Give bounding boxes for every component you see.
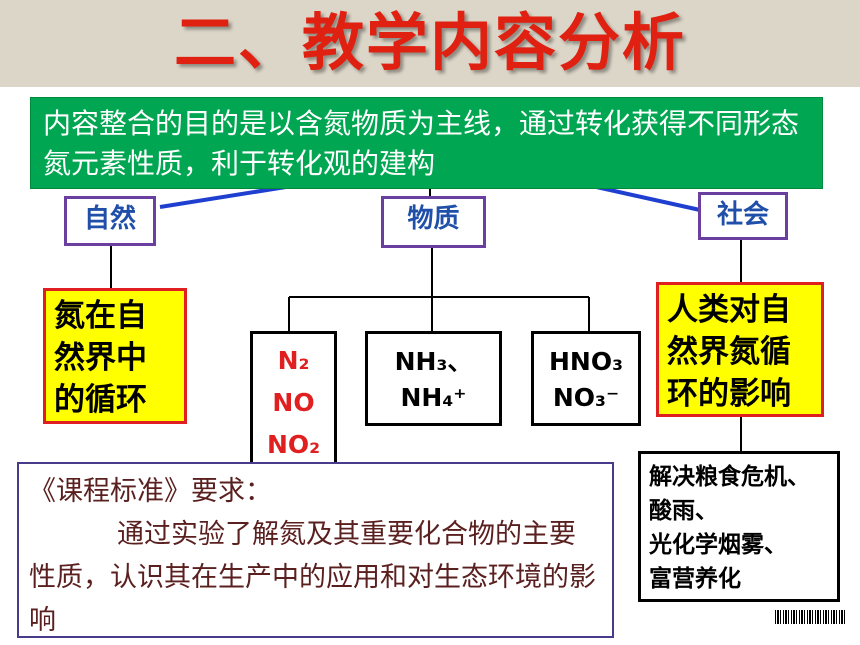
impact-item: 富营养化 <box>649 566 741 592</box>
nitric-box: HNO₃ NO₃⁻ <box>531 331 641 426</box>
nature-cycle-box: 氮在自然界中的循环 <box>43 288 187 424</box>
title-bar <box>0 0 860 87</box>
species-nh4: NH₄⁺ <box>400 383 467 412</box>
category-society: 社会 <box>698 192 788 240</box>
species-hno3: HNO₃ <box>548 347 624 376</box>
category-nature: 自然 <box>64 196 156 246</box>
ammonia-box: NH₃、 NH₄⁺ <box>365 331 502 426</box>
human-impact-box: 人类对自然界氮循环的影响 <box>656 282 824 417</box>
nitrogen-oxides-box: N₂ NO NO₂ <box>250 331 337 466</box>
impact-item: 光化学烟雾、 <box>649 532 787 558</box>
barcode-stamp <box>775 610 855 640</box>
barcode-bars <box>775 610 847 624</box>
impact-item: 解决粮食危机、 <box>649 464 810 490</box>
species-no3: NO₃⁻ <box>552 383 620 412</box>
slide-title: 二、教学内容分析 <box>173 6 686 79</box>
species-no2: NO₂ <box>266 430 321 459</box>
standard-body: 通过实验了解氮及其重要化合物的主要性质，认识其在生产中的应用和对生态环境的影响 <box>29 519 596 636</box>
curriculum-standard-box: 《课程标准》要求： 通过实验了解氮及其重要化合物的主要性质，认识其在生产中的应用… <box>17 462 614 638</box>
impact-item: 酸雨、 <box>649 498 718 524</box>
species-n2: N₂ <box>277 346 310 375</box>
impact-list-box: 解决粮食危机、 酸雨、 光化学烟雾、 富营养化 <box>638 451 840 602</box>
standard-heading: 《课程标准》要求： <box>29 476 272 507</box>
integration-note: 内容整合的目的是以含氮物质为主线，通过转化获得不同形态氮元素性质，利于转化观的建… <box>30 97 823 189</box>
species-nh3: NH₃、 <box>394 347 473 376</box>
species-no: NO <box>272 388 315 417</box>
category-substance: 物质 <box>381 196 486 248</box>
